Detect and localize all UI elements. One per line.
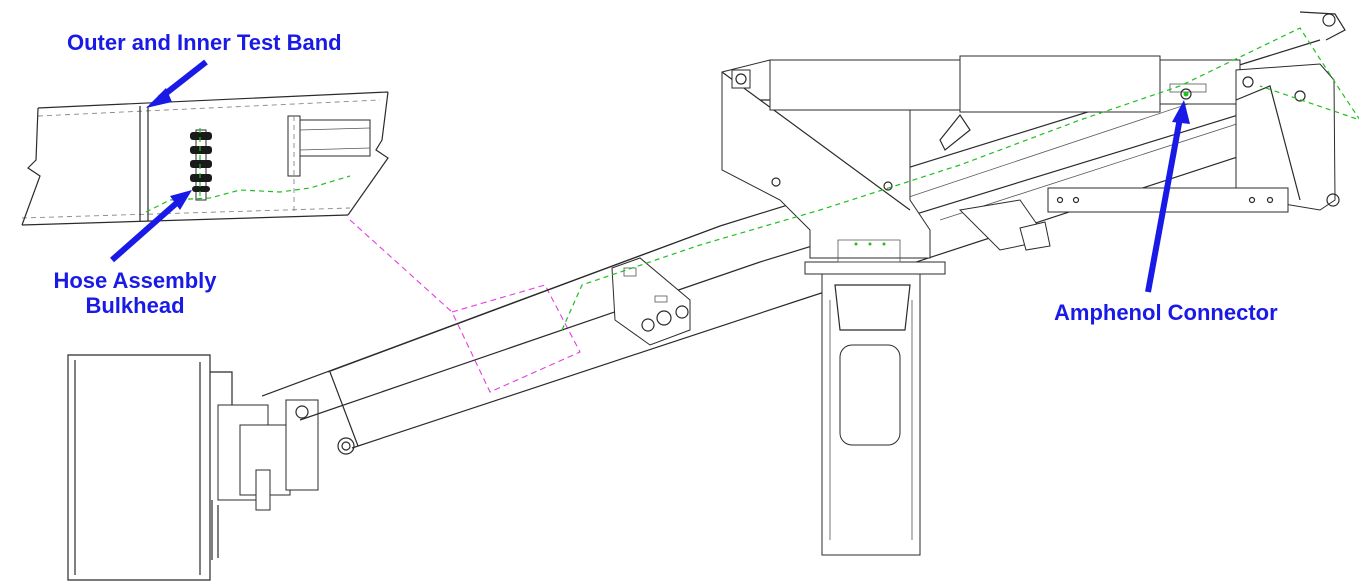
hose-bulkhead bbox=[190, 128, 212, 201]
lower-arm bbox=[939, 113, 1289, 251]
callout-test-band: Outer and Inner Test Band bbox=[67, 30, 342, 55]
detail-inset bbox=[21, 91, 389, 226]
callout-hose-line1: Hose Assembly bbox=[53, 268, 217, 293]
callout-arrows bbox=[110, 59, 1190, 293]
callout-hose-bulkhead: Hose Assembly Bulkhead bbox=[40, 268, 230, 318]
callout-amphenol: Amphenol Connector bbox=[1054, 300, 1278, 325]
platform-basket bbox=[67, 354, 319, 581]
test-band bbox=[139, 106, 149, 221]
upper-boom bbox=[261, 225, 801, 455]
callout-hose-line2: Bulkhead bbox=[85, 293, 185, 318]
detail-leader bbox=[349, 219, 581, 393]
turret bbox=[721, 59, 946, 556]
